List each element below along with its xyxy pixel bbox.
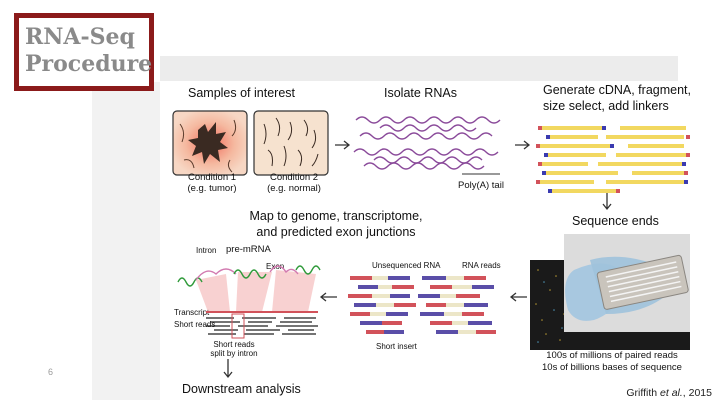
short-reads-label: Short reads xyxy=(174,320,216,329)
citation-year: , 2015 xyxy=(682,387,712,399)
title-line2: Procedure xyxy=(25,51,153,77)
step-generate-label: Generate cDNA, fragment, size select, ad… xyxy=(543,82,691,114)
step-samples-label: Samples of interest xyxy=(188,86,295,100)
sequencing-caption: 100s of millions of paired reads 10s of … xyxy=(532,350,692,374)
slide-number: 6 xyxy=(48,367,54,377)
map-line1: Map to genome, transcriptome, xyxy=(249,209,423,223)
normal-sample-tile xyxy=(253,110,329,176)
condition2-caption: Condition 2 (e.g. normal) xyxy=(262,172,326,194)
sequencing-caption-line2: 10s of billions bases of sequence xyxy=(542,362,682,373)
map-line2: and predicted exon junctions xyxy=(256,225,416,239)
arrow-left-2 xyxy=(319,292,337,302)
step-isolate-label: Isolate RNAs xyxy=(384,86,457,100)
arrow-left-1 xyxy=(509,292,527,302)
condition1-name: Condition 1 xyxy=(187,172,237,183)
arrow-down-2 xyxy=(223,359,233,379)
rna-reads-illustration xyxy=(348,276,496,334)
short-insert-label: Short insert xyxy=(376,342,417,351)
cdna-fragments-illustration xyxy=(536,126,690,193)
condition2-name: Condition 2 xyxy=(269,172,319,183)
citation: Griffith et al., 2015 xyxy=(626,387,712,399)
intron-label: Intron xyxy=(196,246,217,255)
pre-mrna-label: pre-mRNA xyxy=(226,244,271,255)
isolated-rna-illustration xyxy=(353,116,501,175)
split-line1: Short reads xyxy=(213,340,255,349)
condition2-note: (e.g. normal) xyxy=(267,183,321,194)
slide-title-box: RNA-Seq Procedure xyxy=(14,13,154,91)
header-band xyxy=(160,56,678,81)
transcript-label: Transcript xyxy=(174,308,210,317)
generate-line2: size select, add linkers xyxy=(543,99,669,113)
slide-title: RNA-Seq Procedure xyxy=(25,24,152,78)
title-line1: RNA-Seq xyxy=(25,24,135,50)
mapping-illustration xyxy=(177,265,321,339)
arrow-right-1 xyxy=(335,140,351,150)
sequencing-caption-line1: 100s of millions of paired reads xyxy=(546,350,678,361)
step-downstream-label: Downstream analysis xyxy=(182,382,301,396)
generate-line1: Generate cDNA, fragment, xyxy=(543,83,691,97)
condition1-caption: Condition 1 (e.g. tumor) xyxy=(182,172,242,194)
unsequenced-rna-label: Unsequenced RNA xyxy=(372,261,441,270)
condition1-note: (e.g. tumor) xyxy=(187,183,237,194)
left-band xyxy=(92,82,160,400)
split-reads-caption: Short reads split by intron xyxy=(206,340,262,358)
step-sequence-label: Sequence ends xyxy=(572,214,659,228)
sequencing-photo xyxy=(530,234,690,350)
step-map-label: Map to genome, transcriptome, and predic… xyxy=(236,208,436,240)
rna-reads-label: RNA reads xyxy=(462,261,501,270)
condition-tiles xyxy=(172,110,329,176)
tumor-sample-tile xyxy=(172,110,248,176)
split-line2: split by intron xyxy=(210,349,258,358)
citation-author: Griffith xyxy=(626,387,658,399)
citation-etal: et al. xyxy=(660,387,683,399)
arrow-right-2 xyxy=(515,140,531,150)
polya-label: Poly(A) tail xyxy=(458,180,504,191)
